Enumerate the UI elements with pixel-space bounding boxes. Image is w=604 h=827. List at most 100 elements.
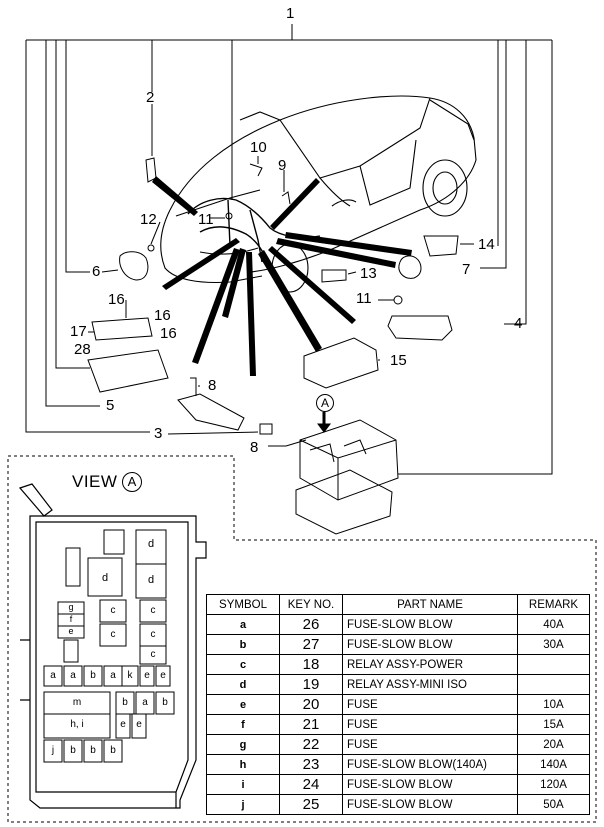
part-8-upper [190, 377, 197, 396]
part-28 [87, 349, 169, 393]
cell-remark: 30A [517, 634, 590, 655]
callout-15: 15 [390, 352, 407, 369]
part-10 [249, 163, 263, 177]
callout-8-lower: 8 [250, 439, 259, 456]
cell-key: 18 [279, 654, 343, 675]
cell-remark [517, 674, 590, 695]
part-13 [321, 269, 347, 283]
cell-remark: 10A [517, 694, 590, 715]
callout-1: 1 [286, 5, 295, 22]
fuse-label: d [101, 572, 109, 584]
cell-symbol: f [206, 714, 280, 735]
fuse-label: b [110, 745, 116, 756]
callout-11-upper: 11 [198, 211, 214, 228]
cell-key: 21 [279, 714, 343, 735]
cell-part: FUSE-SLOW BLOW(140A) [342, 754, 518, 775]
fuse-label: d [147, 574, 155, 586]
fuse-label: b [90, 670, 96, 681]
fuse-label: g [68, 602, 74, 612]
fuse-label: e [120, 719, 126, 730]
part-5 [177, 393, 245, 431]
bracket-left-5 [45, 40, 100, 407]
cell-remark: 20A [517, 734, 590, 755]
cell-key: 23 [279, 754, 343, 775]
cell-symbol: d [206, 674, 280, 695]
cell-key: 22 [279, 734, 343, 755]
cell-part: FUSE-SLOW BLOW [342, 774, 518, 795]
fuse-label: a [70, 670, 76, 681]
fuse-label: e [136, 719, 142, 730]
part-15 [303, 337, 379, 389]
view-title: VIEW [72, 472, 118, 491]
cell-symbol: c [206, 654, 280, 675]
cell-part: FUSE [342, 734, 518, 755]
cell-part: FUSE [342, 694, 518, 715]
cell-key: 27 [279, 634, 343, 655]
fuse-label: j [51, 745, 55, 756]
callout-7: 7 [462, 261, 471, 278]
cell-symbol: g [206, 734, 280, 755]
cell-key: 24 [279, 774, 343, 795]
legend-header-row: SYMBOL KEY NO. PART NAME REMARK [206, 594, 590, 615]
bracket-right-4 [504, 40, 527, 325]
bracket-right-7 [480, 40, 507, 269]
fuse-label: b [90, 745, 96, 756]
part-17 [91, 317, 153, 341]
part-6 [119, 251, 149, 281]
part-9 [281, 191, 291, 205]
part-11-upper [225, 212, 233, 220]
pointer-strokes [152, 176, 412, 376]
cell-symbol: b [206, 634, 280, 655]
cell-remark: 15A [517, 714, 590, 735]
cell-symbol: i [206, 774, 280, 795]
header-part-name: PART NAME [342, 594, 518, 615]
part-7 [398, 255, 422, 279]
fuse-label: a [110, 670, 116, 681]
cell-symbol: h [206, 754, 280, 775]
callout-3: 3 [154, 425, 163, 442]
cell-key: 26 [279, 614, 343, 635]
header-remark: REMARK [517, 594, 590, 615]
fuse-label: b [122, 697, 128, 708]
view-a-frame [7, 455, 597, 823]
fuse-label: a [50, 670, 56, 681]
callout-16-a: 16 [108, 291, 125, 308]
callout-9: 9 [278, 157, 287, 174]
cell-part: RELAY ASSY-MINI ISO [342, 674, 518, 695]
wiring-harness [187, 197, 321, 263]
callout-16-b: 16 [154, 307, 171, 324]
fusebox-cells [43, 529, 175, 763]
part-12 [147, 244, 155, 252]
callout-14: 14 [478, 236, 495, 253]
callout-4: 4 [514, 315, 523, 332]
cell-key: 25 [279, 794, 343, 815]
cell-symbol: a [206, 614, 280, 635]
cell-symbol: j [206, 794, 280, 815]
part-3 [259, 423, 273, 435]
fusebox-outline [18, 483, 207, 809]
bracket-left-6 [65, 40, 90, 273]
fuse-label: d [147, 538, 155, 550]
cell-remark: 50A [517, 794, 590, 815]
fuse-label: k [127, 670, 133, 681]
part-11-lower [393, 295, 403, 305]
cell-remark: 140A [517, 754, 590, 775]
fuse-label: m [72, 697, 82, 708]
cell-part: FUSE-SLOW BLOW [342, 614, 518, 635]
cell-key: 19 [279, 674, 343, 695]
view-a-marker: A [316, 394, 334, 412]
cell-remark: 120A [517, 774, 590, 795]
fuse-label: c [110, 629, 116, 640]
callout-2: 2 [146, 89, 155, 106]
